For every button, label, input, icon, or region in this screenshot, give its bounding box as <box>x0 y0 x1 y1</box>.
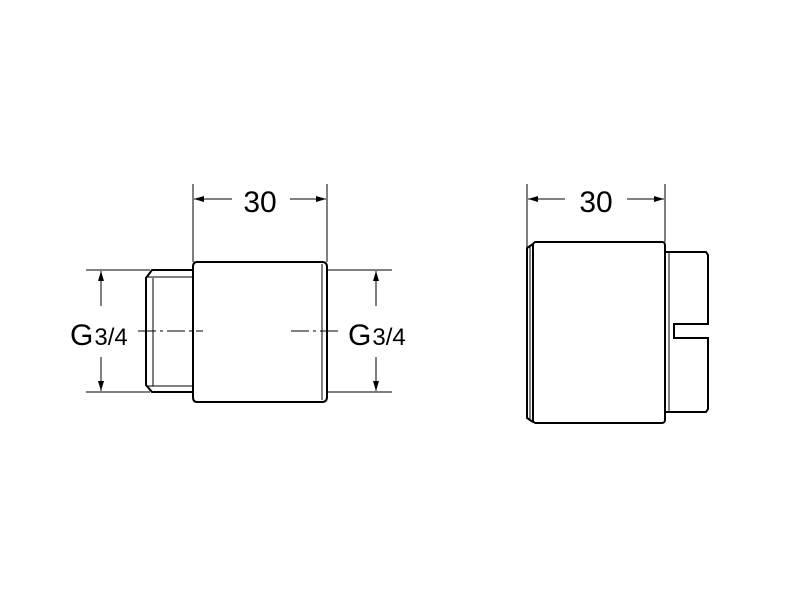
cap-body <box>532 241 666 424</box>
slotted-fingers <box>665 251 709 413</box>
cap-collar <box>526 243 534 423</box>
thread-size-label-right: G3/4 <box>348 319 406 352</box>
adapter-body <box>192 261 328 403</box>
length-dimension-label: 30 <box>243 186 276 219</box>
cap-side-view: 30 <box>526 184 709 424</box>
thread-size-label-left: G3/4 <box>70 319 128 352</box>
adapter-side-view: 30 G3/4 G3/4 <box>70 184 406 403</box>
length-dimension-label: 30 <box>579 186 612 219</box>
